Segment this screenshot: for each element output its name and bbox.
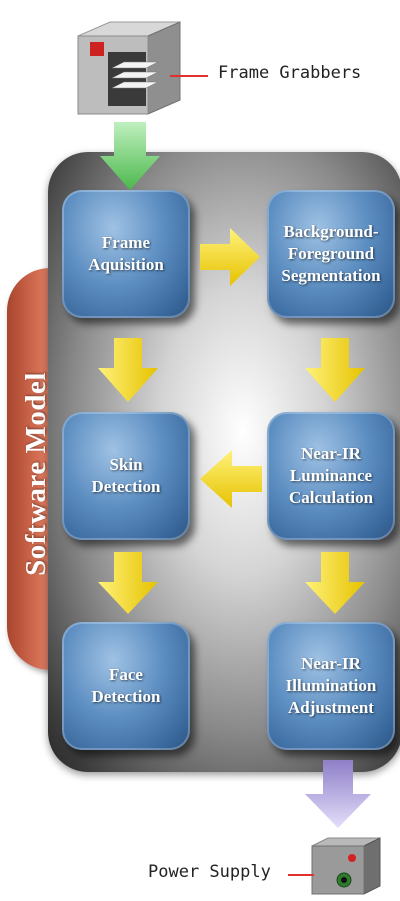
arrow-segmentation-to-luminance-icon — [305, 338, 365, 402]
step-near-ir-illumination-label: Near-IR Illumination Adjustment — [285, 654, 377, 717]
step-skin-detection: Skin Detection — [62, 412, 190, 540]
frame-grabbers-callout-line — [170, 75, 208, 77]
power-supply-label: Power Supply — [148, 862, 271, 882]
step-bg-fg-segmentation-label: Background- Foreground Segmentation — [281, 222, 381, 285]
step-near-ir-luminance: Near-IR Luminance Calculation — [267, 412, 395, 540]
step-frame-aquisition: Frame Aquisition — [62, 190, 190, 318]
step-near-ir-illumination: Near-IR Illumination Adjustment — [267, 622, 395, 750]
frame-grabber-device-icon — [77, 21, 181, 115]
frame-grabbers-label: Frame Grabbers — [218, 63, 362, 83]
arrow-aquisition-to-segmentation-icon — [200, 228, 260, 286]
power-supply-callout-line — [288, 874, 314, 876]
input-arrow-icon — [100, 122, 160, 190]
step-skin-detection-label: Skin Detection — [91, 455, 161, 496]
step-bg-fg-segmentation: Background- Foreground Segmentation — [267, 190, 395, 318]
step-face-detection-label: Face Detection — [91, 665, 161, 706]
arrow-luminance-to-skin-icon — [200, 450, 262, 508]
arrow-skin-to-face-icon — [98, 552, 158, 614]
power-supply-device-icon — [311, 837, 381, 895]
output-arrow-icon — [305, 760, 371, 828]
step-face-detection: Face Detection — [62, 622, 190, 750]
arrow-aquisition-to-skin-icon — [98, 338, 158, 402]
arrow-luminance-to-illumination-icon — [305, 552, 365, 614]
step-near-ir-luminance-label: Near-IR Luminance Calculation — [288, 444, 374, 507]
step-frame-aquisition-label: Frame Aquisition — [88, 233, 164, 274]
